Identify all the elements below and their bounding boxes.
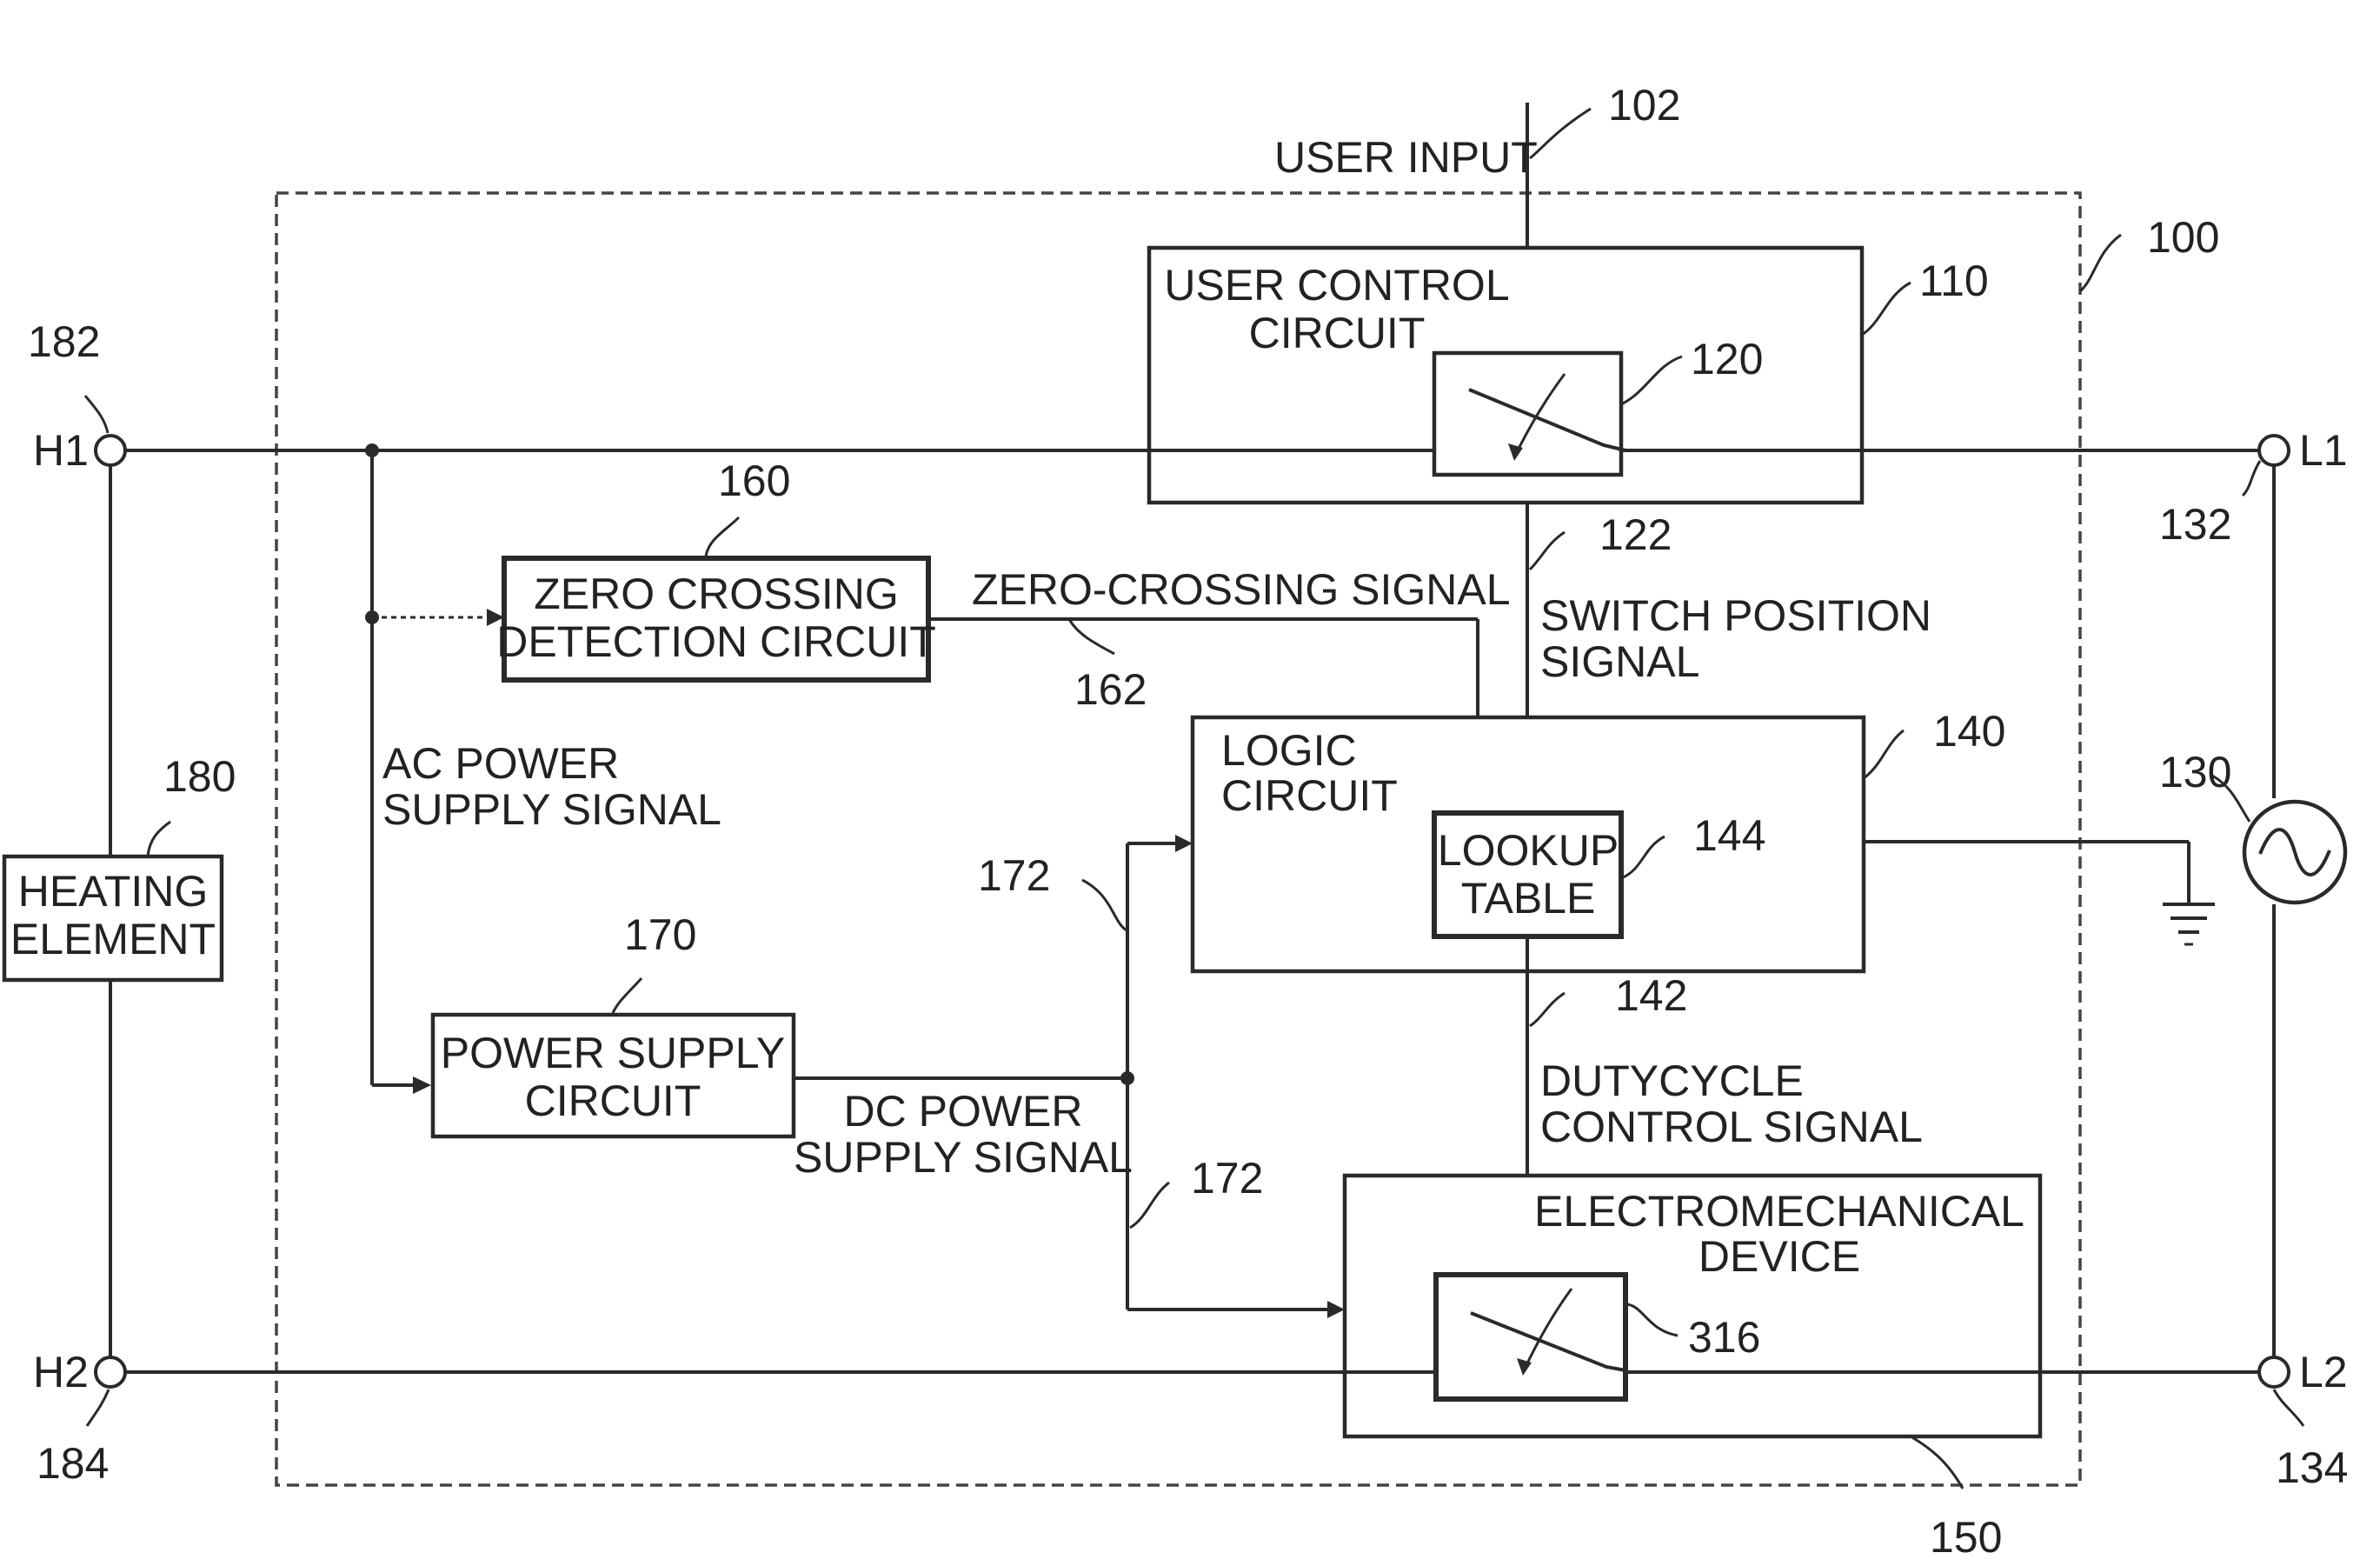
zero-crossing-label-1: ZERO CROSSING <box>534 570 898 618</box>
system-boundary-100 <box>275 191 2082 1487</box>
leader-184 <box>85 1389 110 1427</box>
dc-supply-up-arrow <box>1175 835 1193 852</box>
ref-100: 100 <box>2147 213 2219 262</box>
dc-supply-down-arrow <box>1327 1301 1345 1318</box>
lookup-table-box <box>1432 810 1624 939</box>
switch-position-label-1: SWITCH POSITION <box>1540 591 1931 640</box>
dc-power-supply-label-2: SUPPLY SIGNAL <box>794 1133 1133 1182</box>
leader-180 <box>146 820 171 857</box>
ref-182: 182 <box>28 317 100 366</box>
zero-crossing-label-2: DETECTION CIRCUIT <box>496 617 936 666</box>
leader-142 <box>1529 991 1566 1028</box>
terminal-l1-label: L1 <box>2299 426 2348 475</box>
switch-120-arc <box>1515 373 1566 453</box>
heating-element-label-2: ELEMENT <box>10 915 216 963</box>
terminal-h1 <box>94 434 127 467</box>
ref-172-upper: 172 <box>978 851 1050 900</box>
ref-180: 180 <box>163 752 236 801</box>
leader-162 <box>1067 618 1115 656</box>
ac-to-ps-arrow <box>413 1076 431 1094</box>
logic-circuit-label-2: CIRCUIT <box>1221 771 1398 820</box>
user-control-circuit-label-2: CIRCUIT <box>1249 309 1426 357</box>
ref-170: 170 <box>624 910 696 959</box>
user-input-label: USER INPUT <box>1274 133 1538 182</box>
logic-circuit-label-1: LOGIC <box>1221 726 1357 775</box>
ref-110: 110 <box>1919 257 1989 305</box>
ac-power-supply-label-1: AC POWER <box>382 739 619 788</box>
leader-144 <box>1620 835 1665 880</box>
switch-120-blade <box>1468 388 1626 452</box>
leader-172-lower <box>1129 1181 1170 1229</box>
ref-162: 162 <box>1074 665 1147 714</box>
dc-power-supply-label-1: DC POWER <box>844 1087 1083 1136</box>
leader-170 <box>611 977 643 1014</box>
leader-172-upper <box>1081 878 1127 932</box>
switch-position-label-2: SIGNAL <box>1540 637 1699 686</box>
ref-120: 120 <box>1691 335 1763 383</box>
user-control-circuit-label-1: USER CONTROL <box>1164 261 1509 310</box>
ref-150: 150 <box>1930 1513 2002 1562</box>
ref-102: 102 <box>1608 81 1680 130</box>
ref-134: 134 <box>2276 1443 2348 1492</box>
leader-102 <box>1529 107 1592 160</box>
leader-316 <box>1625 1303 1679 1337</box>
ref-144: 144 <box>1693 811 1765 860</box>
switch-120-arc-arrow <box>1508 443 1523 461</box>
switch-316-arc <box>1524 1288 1573 1368</box>
dutycycle-label-1: DUTYCYCLE <box>1540 1056 1804 1105</box>
power-supply-label-2: CIRCUIT <box>525 1076 701 1125</box>
ref-132: 132 <box>2159 500 2231 549</box>
leader-100 <box>2078 233 2122 293</box>
leader-110 <box>1861 281 1911 337</box>
leader-130 <box>2211 774 2251 823</box>
terminal-h2-label: H2 <box>33 1348 89 1396</box>
lookup-table-label-2: TABLE <box>1461 874 1596 923</box>
terminal-l2-label: L2 <box>2299 1348 2348 1396</box>
ac-power-supply-label-2: SUPPLY SIGNAL <box>382 785 721 834</box>
ref-140: 140 <box>1933 707 2005 756</box>
ref-172-lower: 172 <box>1191 1154 1263 1203</box>
ref-184: 184 <box>37 1439 109 1488</box>
zero-crossing-signal-label: ZERO-CROSSING SIGNAL <box>972 565 1511 614</box>
leader-122 <box>1528 530 1566 571</box>
terminal-l2 <box>2257 1356 2290 1389</box>
heating-element-box <box>2 854 224 983</box>
leader-150 <box>1910 1435 1964 1489</box>
leader-182 <box>83 395 110 434</box>
ref-316: 316 <box>1688 1313 1760 1362</box>
ac-to-zc-arrow <box>487 609 504 626</box>
electromechanical-label-1: ELECTROMECHANICAL <box>1534 1187 2024 1236</box>
power-supply-label-1: POWER SUPPLY <box>441 1029 785 1077</box>
ref-130: 130 <box>2159 748 2231 796</box>
leader-160 <box>704 516 741 557</box>
switch-316-arc-arrow <box>1517 1358 1532 1376</box>
ref-142: 142 <box>1615 971 1687 1020</box>
leader-134 <box>2272 1389 2305 1427</box>
terminal-l1 <box>2257 434 2290 467</box>
terminal-h2 <box>94 1356 127 1389</box>
terminal-h1-label: H1 <box>33 426 89 475</box>
zero-crossing-circuit-box <box>502 556 931 683</box>
ref-122: 122 <box>1599 510 1672 559</box>
switch-316-blade <box>1470 1311 1626 1372</box>
lookup-table-label-1: LOOKUP <box>1438 826 1619 875</box>
ref-160: 160 <box>718 456 790 505</box>
ac-source-sine <box>2258 828 2331 876</box>
leader-132 <box>2241 460 2262 497</box>
electromechanical-label-2: DEVICE <box>1699 1232 1860 1281</box>
leader-120 <box>1620 355 1683 406</box>
leader-140 <box>1863 729 1905 780</box>
heating-element-label-1: HEATING <box>18 867 209 916</box>
dutycycle-label-2: CONTROL SIGNAL <box>1540 1103 1923 1151</box>
power-supply-circuit-box <box>430 1012 796 1139</box>
